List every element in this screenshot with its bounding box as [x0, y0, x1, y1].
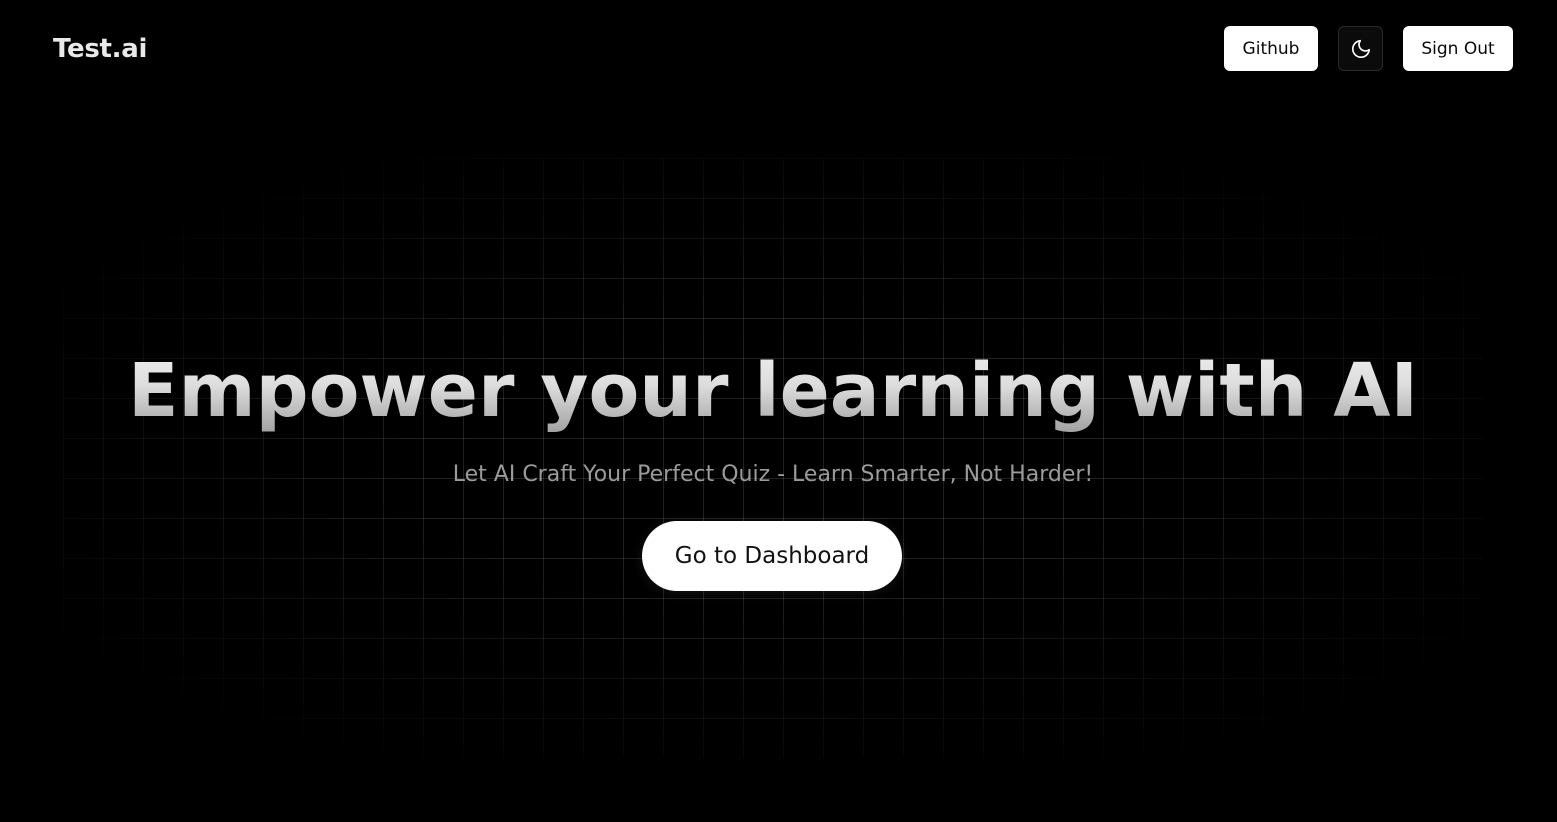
hero-section: Empower your learning with AI Let AI Cra… — [63, 158, 1483, 758]
brand-logo-text[interactable]: Test.ai — [53, 34, 148, 64]
hero-subtitle: Let AI Craft Your Perfect Quiz - Learn S… — [452, 462, 1094, 487]
hero-headline: Empower your learning with AI — [63, 343, 1483, 439]
background-grid — [63, 158, 1483, 758]
github-button[interactable]: Github — [1224, 26, 1318, 71]
theme-toggle-button[interactable] — [1338, 26, 1383, 71]
sign-out-button[interactable]: Sign Out — [1403, 26, 1513, 71]
moon-icon — [1350, 38, 1372, 60]
go-to-dashboard-button[interactable]: Go to Dashboard — [642, 521, 902, 591]
top-nav: Test.ai Github Sign Out — [0, 0, 1557, 96]
